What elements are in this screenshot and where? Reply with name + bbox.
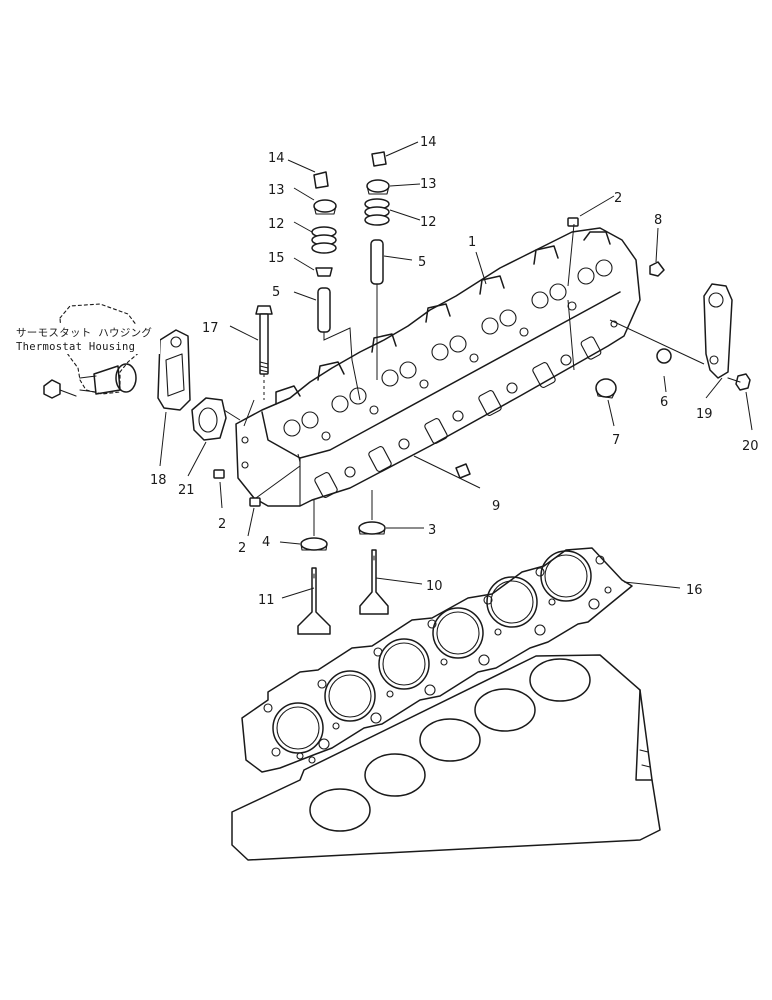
spring-retainer-13-right	[366, 179, 390, 193]
bracket-bolt	[727, 373, 751, 391]
plug-2-left-b	[249, 497, 261, 507]
callout-numbers: 1 2 2 2 3 4 5 5 6 7 8 9 10 11 12 12 13 1…	[150, 135, 759, 608]
callout-20: 20	[742, 439, 759, 454]
intake-valve-11	[297, 567, 331, 635]
gasket-holes	[263, 555, 612, 764]
callout-13-right: 13	[420, 177, 437, 192]
callout-21: 21	[178, 483, 195, 498]
thermostat-housing	[43, 303, 143, 399]
valve-seals	[300, 521, 386, 551]
callout-19: 19	[696, 407, 713, 422]
callout-1: 1	[468, 235, 476, 250]
thermostat-note: サーモスタット ハウジング Thermostat Housing	[12, 324, 160, 354]
valve-guide-5-left	[317, 287, 331, 333]
lifting-bracket	[703, 283, 733, 379]
callout-13-left: 13	[268, 183, 285, 198]
callout-5-right: 5	[418, 255, 426, 270]
spring-seat-15	[315, 267, 333, 277]
callout-12-right: 12	[420, 215, 437, 230]
block-cylinder-bores	[309, 658, 591, 832]
cylinder-head-gasket	[241, 547, 633, 773]
valve-train-right	[364, 151, 390, 380]
plug-2-left-a	[213, 469, 225, 479]
valves	[297, 549, 389, 635]
valve-collet-14-right	[371, 151, 387, 167]
callout-18: 18	[150, 473, 167, 488]
plug-9	[455, 463, 471, 479]
valve-spring-12-right	[364, 198, 390, 226]
cylinder-head	[235, 227, 641, 507]
valve-seat-insert-4	[300, 537, 328, 551]
callout-12-left: 12	[268, 217, 285, 232]
callout-7: 7	[612, 433, 620, 448]
valve-spring-12-left	[311, 226, 337, 254]
callout-11: 11	[258, 593, 275, 608]
plugs	[213, 217, 672, 507]
callout-14-right: 14	[420, 135, 437, 150]
callout-15: 15	[268, 251, 285, 266]
exhaust-valve-10	[359, 549, 389, 615]
callout-2-top: 2	[614, 191, 622, 206]
head-rocker-bosses	[275, 231, 611, 405]
callout-10: 10	[426, 579, 443, 594]
leader-lines	[159, 141, 753, 599]
callout-8: 8	[654, 213, 662, 228]
valve-seat-insert-3	[358, 521, 386, 535]
callout-6: 6	[660, 395, 668, 410]
engine-block	[231, 654, 661, 861]
valve-train-left	[311, 171, 361, 401]
thermostat-gasket	[157, 329, 191, 411]
head-side-ports	[241, 320, 618, 498]
head-bolt	[255, 305, 273, 400]
callout-2-left-b: 2	[238, 541, 246, 556]
callout-9: 9	[492, 499, 500, 514]
callout-2-left-a: 2	[218, 517, 226, 532]
thermostat-note-en: Thermostat Housing	[16, 341, 135, 353]
plug-6	[656, 348, 672, 364]
valve-collet-14-left	[313, 171, 329, 189]
callout-5-left: 5	[272, 285, 280, 300]
callout-17: 17	[202, 321, 219, 336]
callout-3: 3	[428, 523, 436, 538]
spring-retainer-13-left	[313, 199, 337, 213]
plug-8	[649, 261, 665, 277]
callout-4: 4	[262, 535, 270, 550]
water-outlet-gasket	[191, 397, 227, 441]
plug-2-top	[567, 217, 579, 227]
callout-14-left: 14	[268, 151, 285, 166]
valve-guide-5-right	[370, 239, 384, 285]
thermostat-note-jp: サーモスタット ハウジング	[16, 326, 152, 339]
head-valve-ports	[283, 259, 613, 441]
expansion-plug-7	[595, 378, 617, 398]
callout-16: 16	[686, 583, 703, 598]
